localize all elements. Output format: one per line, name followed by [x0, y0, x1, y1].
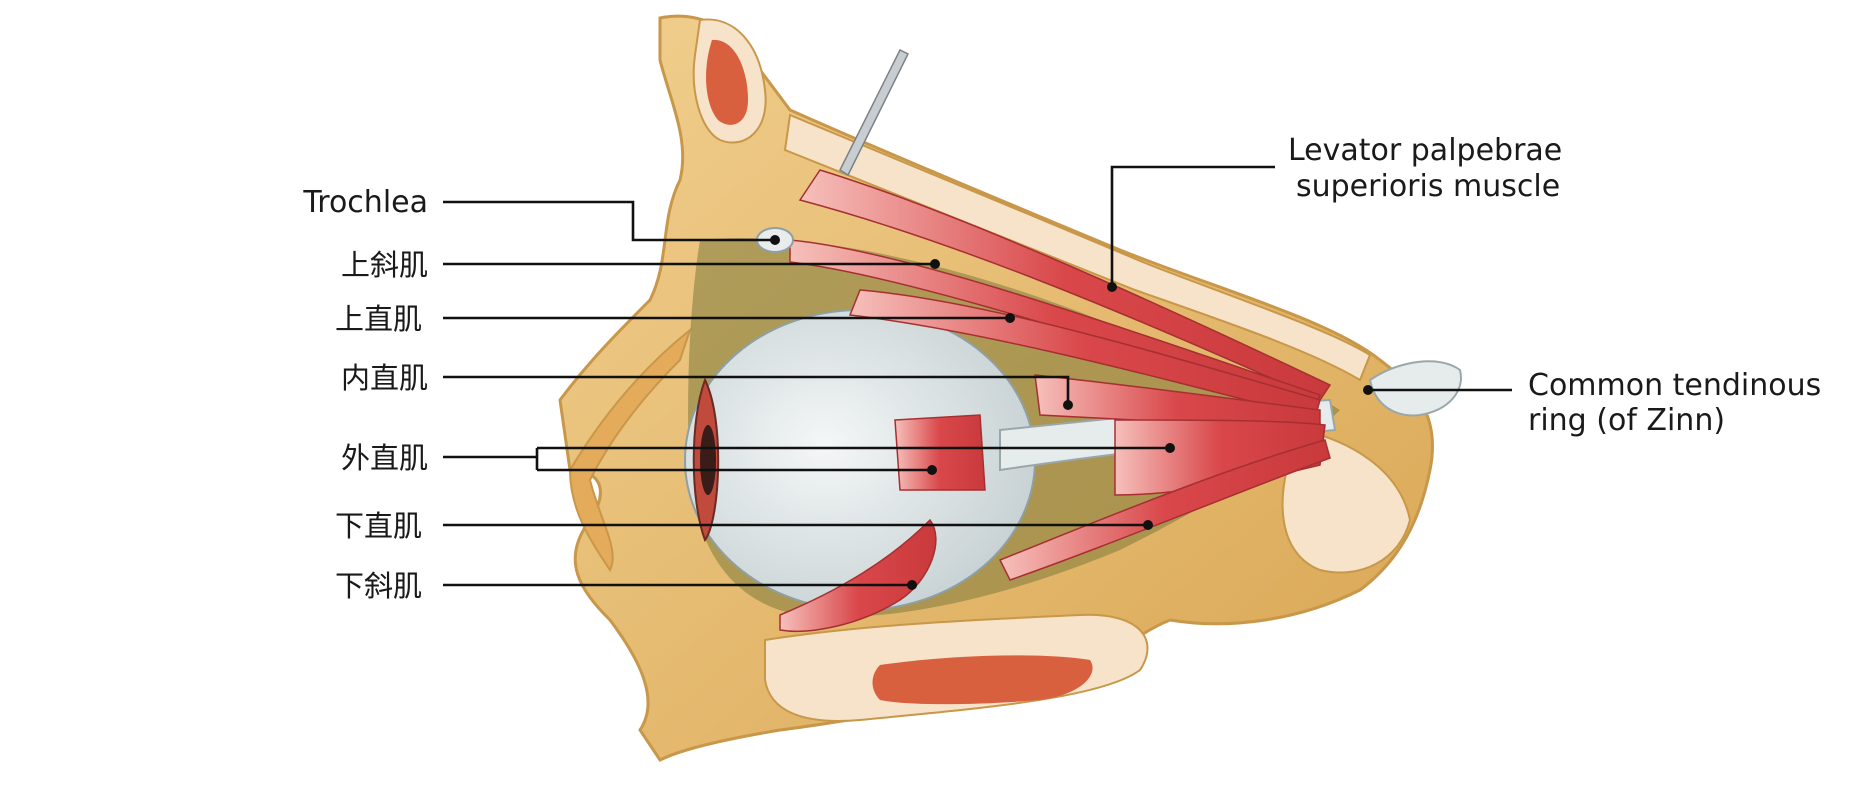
- common-tendinous-ring: [1368, 360, 1462, 417]
- dot-lateral-rectus-back: [1165, 443, 1175, 453]
- extraocular-muscles: [779, 169, 1332, 632]
- label-lateral-rectus: 外直肌: [341, 441, 428, 475]
- nasal-bone: [568, 327, 693, 572]
- dot-inferior-rectus: [1143, 520, 1153, 530]
- inferior-oblique-muscle: [779, 518, 937, 632]
- probe: [839, 48, 910, 177]
- dot-inferior-oblique: [907, 580, 917, 590]
- label-levator-line1: Levator palpebrae: [1288, 133, 1562, 168]
- label-inferior-rectus: 下直肌: [335, 509, 422, 543]
- dot-superior-rectus: [1005, 313, 1015, 323]
- labels: Trochlea 上斜肌 上直肌 内直肌 外直肌 下直肌 下斜肌 Levator…: [302, 133, 1821, 603]
- leader-medial-rectus: [443, 375, 1070, 405]
- dot-levator: [1107, 282, 1117, 292]
- dot-medial-rectus: [1063, 400, 1073, 410]
- label-ring-line1: Common tendinous: [1528, 368, 1821, 403]
- leader-trochlea: [443, 200, 775, 242]
- label-trochlea: Trochlea: [302, 185, 428, 220]
- lateral-rectus-muscle-cut-front: [894, 414, 986, 491]
- dot-lateral-rectus-front: [927, 465, 937, 475]
- label-medial-rectus: 内直肌: [341, 361, 428, 395]
- label-superior-oblique: 上斜肌: [341, 248, 428, 282]
- leader-lines: [443, 165, 1512, 590]
- label-inferior-oblique: 下斜肌: [335, 569, 422, 603]
- dot-trochlea: [770, 235, 780, 245]
- inferior-rectus-muscle: [998, 439, 1331, 581]
- leader-levator: [1110, 165, 1275, 287]
- label-superior-rectus: 上直肌: [335, 302, 422, 336]
- label-ring-line2: ring (of Zinn): [1528, 403, 1725, 438]
- label-levator-line2: superioris muscle: [1296, 169, 1560, 204]
- dot-superior-oblique: [930, 259, 940, 269]
- dot-ring: [1363, 385, 1373, 395]
